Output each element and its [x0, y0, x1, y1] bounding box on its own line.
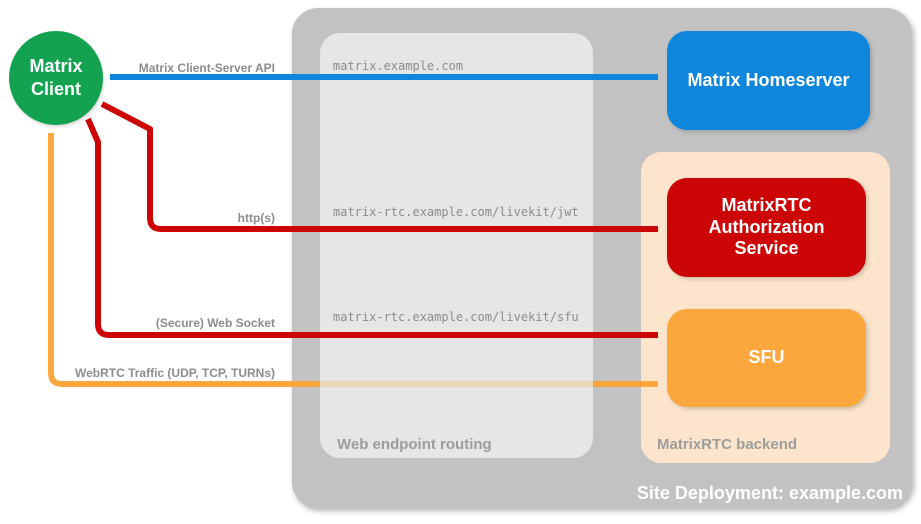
arrow-https [100, 101, 658, 232]
matrixrtc-backend-caption: MatrixRTC backend [657, 436, 798, 453]
matrix-client-label: Matrix Client [29, 55, 83, 99]
endpoint-livekit-sfu: matrix-rtc.example.com/livekit/sfu [333, 310, 579, 324]
site-deployment-caption: Site Deployment: example.com [636, 483, 903, 503]
sfu-label: SFU [748, 347, 785, 368]
endpoint-livekit-jwt: matrix-rtc.example.com/livekit/jwt [333, 205, 579, 219]
matrix-homeserver-label: Matrix Homeserver [687, 69, 850, 90]
label-matrix-client-server-api: Matrix Client-Server API [138, 61, 275, 75]
matrixrtc-authorization-service-node: MatrixRTC Authorization Service [667, 178, 866, 277]
label-webrtc-traffic: WebRTC Traffic (UDP, TCP, TURNs) [74, 366, 275, 380]
arrow-secure-web-socket [85, 117, 658, 338]
web-endpoint-routing-caption: Web endpoint routing [337, 436, 492, 453]
sfu-node: SFU [667, 309, 866, 407]
matrix-homeserver-node: Matrix Homeserver [667, 31, 870, 130]
web-endpoint-routing-panel [320, 33, 593, 458]
label-secure-web-socket: (Secure) Web Socket [155, 316, 275, 330]
endpoint-matrix-example-com: matrix.example.com [333, 59, 464, 73]
arrow-webrtc-traffic-left [48, 133, 320, 387]
matrix-client-node: Matrix Client [9, 31, 103, 125]
matrixrtc-authorization-service-label: MatrixRTC Authorization Service [708, 194, 825, 259]
label-https: http(s) [237, 211, 275, 225]
